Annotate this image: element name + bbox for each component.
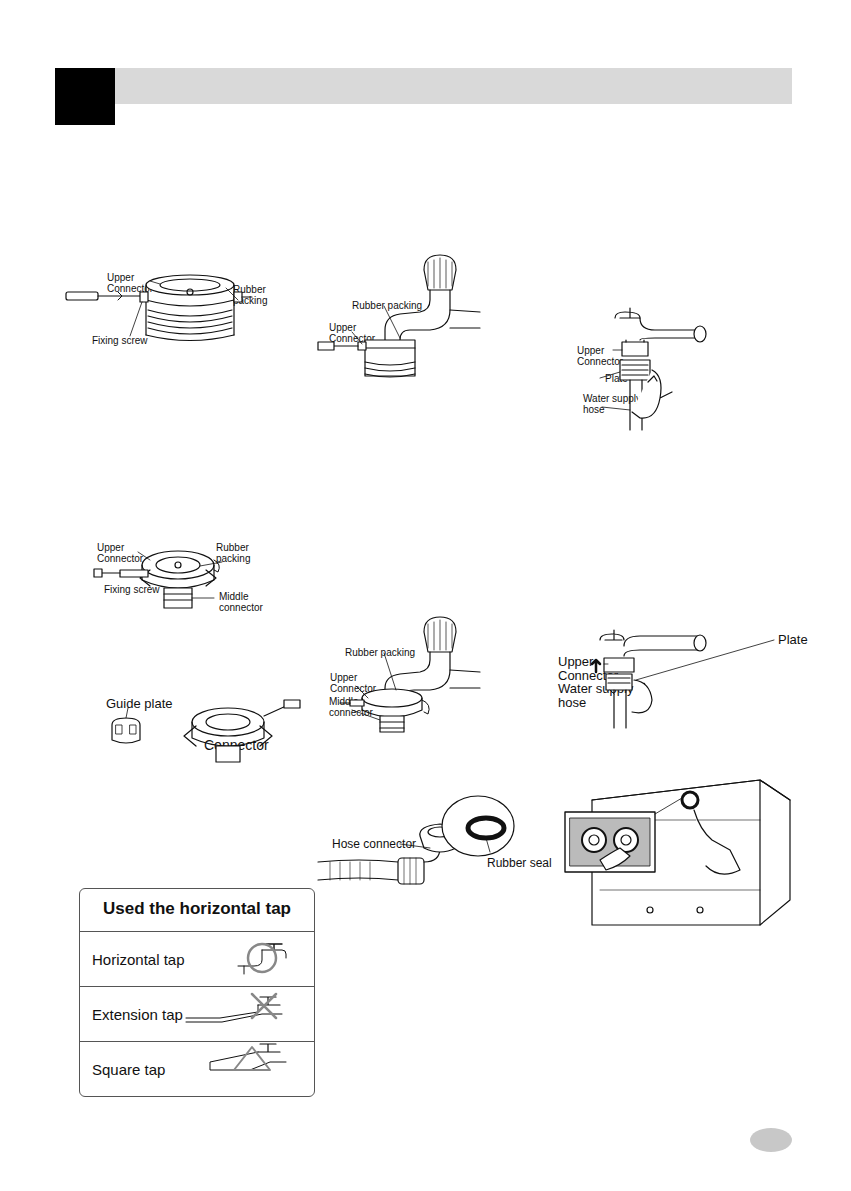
table-title: Used the horizontal tap (80, 899, 314, 919)
table-row: Horizontal tap (80, 931, 314, 986)
part-label: Hose connector (332, 838, 416, 851)
part-label: Water supply hose (558, 682, 648, 710)
table-row: Square tap (80, 1041, 314, 1096)
table-row: Extension tap (80, 986, 314, 1041)
row-label: Extension tap (92, 1006, 183, 1023)
part-label: Upper Connector (558, 655, 638, 683)
part-label: Middle connector (329, 696, 379, 718)
row-label: Horizontal tap (92, 951, 185, 968)
part-label: Guide plate (106, 697, 173, 711)
part-label: Upper Connector (577, 345, 637, 367)
part-label: Water supply hose (583, 393, 643, 415)
part-label: Fixing screw (92, 335, 148, 346)
row-label: Square tap (92, 1061, 165, 1078)
part-label: Plate (605, 373, 628, 384)
part-label: Rubber packing (345, 647, 415, 658)
part-label: Rubber packing (216, 542, 266, 564)
table-box: Used the horizontal tapHorizontal tapExt… (79, 888, 315, 1097)
part-label: Rubber packing (233, 284, 283, 306)
part-label: Upper Connector (330, 672, 390, 694)
part-label: Upper Connector (107, 272, 167, 294)
part-label: Rubber seal (487, 857, 552, 870)
part-label: Connector (204, 738, 269, 753)
part-label: Upper Connector (97, 542, 157, 564)
part-label: Plate (778, 633, 808, 647)
part-label: Middle connector (219, 591, 269, 613)
part-label: Rubber packing (352, 300, 422, 311)
part-label: Upper Connector (329, 322, 389, 344)
part-label: Fixing screw (104, 584, 160, 595)
